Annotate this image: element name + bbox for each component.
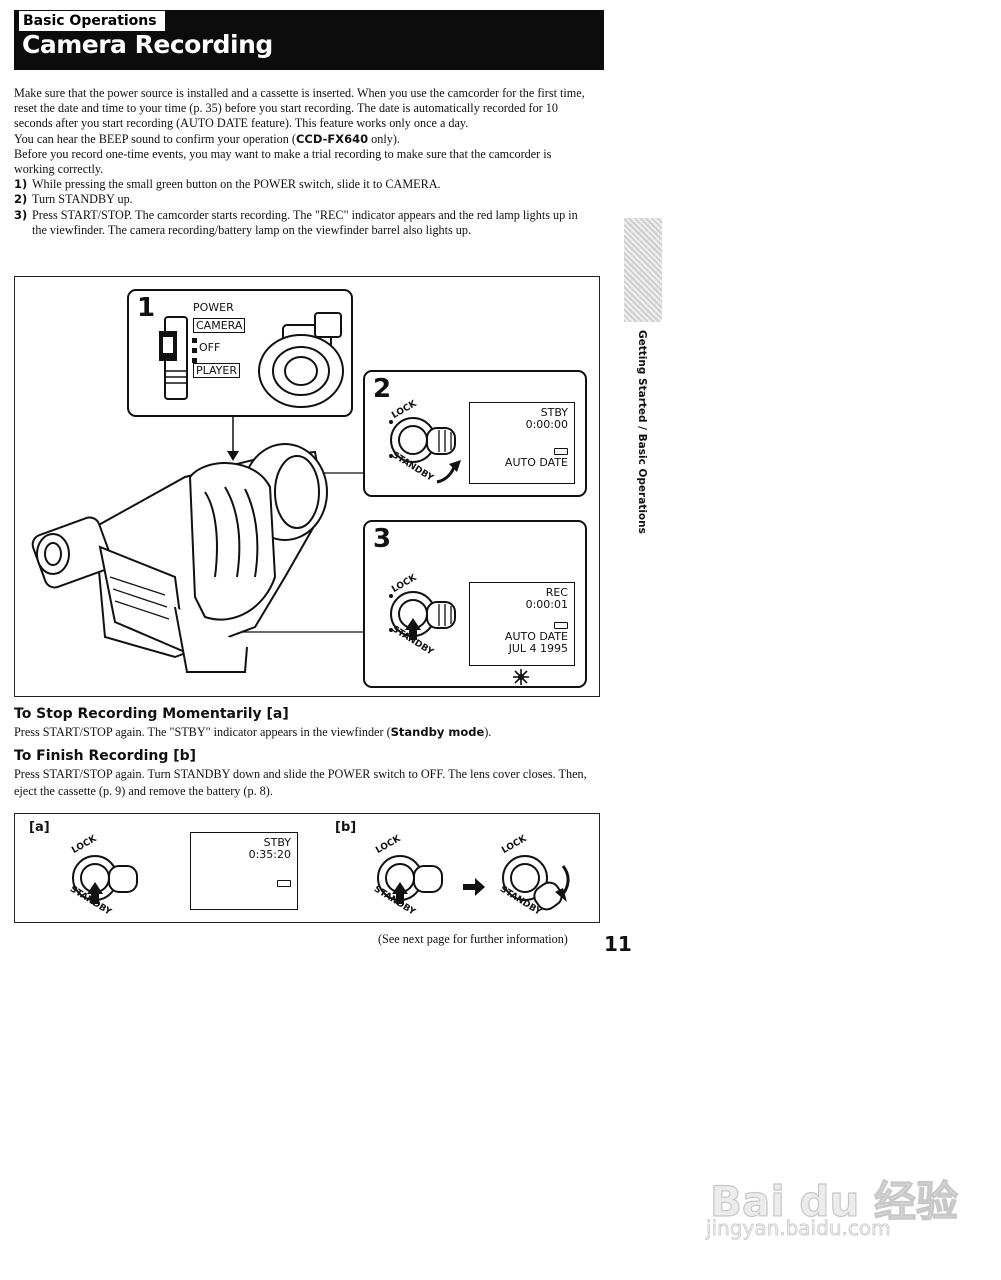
vf-stby-indicator: STBY	[540, 406, 568, 419]
vf-counter: 0:00:00	[525, 418, 568, 431]
camera-position-label: CAMERA	[193, 318, 246, 333]
step-1: 1) While pressing the small green button …	[14, 177, 594, 192]
bottom-viewfinder: STBY 0:35:20	[190, 832, 298, 910]
figure-label-b: [b]	[335, 820, 357, 835]
step-3-number: 3)	[14, 207, 28, 222]
step-2-number: 2)	[14, 192, 28, 207]
footer-note: (See next page for further information)	[378, 932, 568, 946]
stop-text: Press START/STOP again. The "STBY" indic…	[14, 724, 594, 741]
step-3: 3) Press START/STOP. The camcorder starts…	[14, 208, 594, 238]
intro-text: Make sure that the power source is insta…	[14, 86, 594, 238]
panel-1-number: 1	[137, 293, 156, 323]
intro-paragraph-3: Before you record one-time events, you m…	[14, 146, 552, 177]
vf-auto-date-rec: AUTO DATE	[504, 630, 568, 643]
panel-2-number: 2	[373, 374, 392, 404]
bottom-vf-stby: STBY	[263, 836, 291, 849]
battery-icon	[277, 879, 291, 887]
battery-icon	[554, 447, 568, 455]
intro-paragraph-1: Make sure that the power source is insta…	[14, 86, 585, 131]
standby-dial-up-drawing	[389, 417, 461, 484]
beep-model: CCD-FX640	[295, 131, 369, 146]
panel-2-standby-up: 2 LOCK STANDBY STBY 0:00:00 AUTO DATE	[363, 370, 587, 497]
baidu-watermark-logo: Bai du 经验	[709, 1176, 958, 1226]
camcorder-illustration	[31, 413, 363, 673]
panel-3-viewfinder: REC 0:00:01 AUTO DATE JUL 4 1995	[469, 582, 575, 666]
figure-label-a: [a]	[29, 820, 50, 835]
vf-counter-rec: 0:00:01	[525, 598, 568, 611]
panel-2-viewfinder: STBY 0:00:00 AUTO DATE	[469, 402, 575, 484]
stop-finish-dials	[72, 855, 570, 911]
stop-finish-figure: [a] [b] LOCK STANDBY LOCK STANDBY	[14, 813, 600, 923]
step-2-text: Turn STANDBY up.	[32, 192, 133, 207]
steps-list: 1) While pressing the small green button …	[14, 177, 594, 238]
step-1-text: While pressing the small green button on…	[32, 177, 441, 192]
finish-heading: To Finish Recording [b]	[14, 748, 197, 764]
dial-a	[72, 855, 138, 901]
panel-3-start-recording: 3 LOCK STANDBY REC 0:00:01 AUTO DATE JUL…	[363, 520, 587, 688]
standby-mode-term: Standby mode	[390, 725, 485, 739]
panel-3-number: 3	[373, 524, 392, 554]
vf-rec-indicator: REC	[545, 586, 568, 599]
off-position-label: OFF	[199, 341, 221, 354]
intro-paragraph-2: You can hear the BEEP sound to confirm y…	[14, 132, 594, 147]
section-label: Basic Operations	[19, 11, 165, 31]
baidu-watermark-url: jingyan.baidu.com	[706, 1216, 891, 1241]
player-position-label: PLAYER	[193, 363, 240, 378]
vf-date: JUL 4 1995	[508, 642, 568, 655]
stop-text-post: ).	[484, 725, 492, 739]
step-3-text: Press START/STOP. The camcorder starts r…	[32, 207, 578, 237]
panel-1-power-switch: 1 POWER CAMERA OFF PLAYER	[127, 289, 353, 417]
recording-lamp-icon	[513, 669, 529, 685]
vf-auto-date: AUTO DATE	[504, 456, 568, 469]
battery-icon	[554, 621, 568, 629]
power-label: POWER	[193, 301, 234, 314]
step-2: 2) Turn STANDBY up.	[14, 192, 594, 207]
side-tab-text: Getting Started / Basic Operations	[636, 330, 648, 534]
stop-text-pre: Press START/STOP again. The "STBY" indic…	[14, 725, 391, 739]
step-1-number: 1)	[14, 177, 28, 192]
bottom-vf-counter: 0:35:20	[248, 848, 291, 861]
power-switch-drawing	[159, 312, 344, 408]
beep-suffix: only).	[368, 131, 400, 146]
recording-figure: 1 POWER CAMERA OFF PLAYER 2	[14, 276, 600, 697]
beep-text: You can hear the BEEP sound to confirm y…	[14, 131, 296, 146]
finish-text: Press START/STOP again. Turn STANDBY dow…	[14, 767, 587, 798]
stop-heading: To Stop Recording Momentarily [a]	[14, 706, 289, 722]
side-tab-shade	[624, 218, 662, 322]
standby-dial-rec-drawing	[389, 591, 456, 640]
page-number: 11	[604, 932, 632, 956]
page-title: Camera Recording	[22, 30, 273, 59]
